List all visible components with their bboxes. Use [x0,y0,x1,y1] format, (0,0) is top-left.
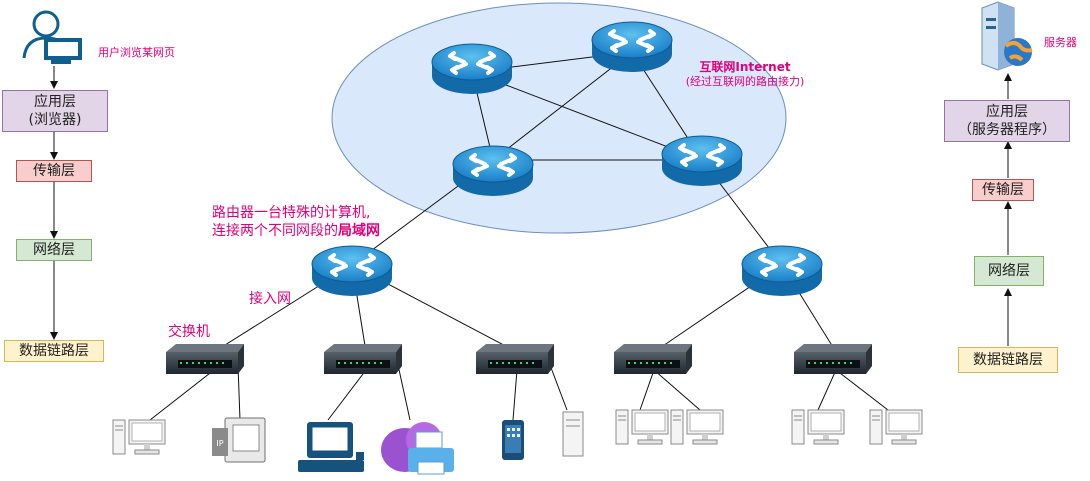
switch-icon [324,344,402,374]
internet-cloud [331,2,787,234]
router-note-line2: 连接两个不同网段的局域网 [212,220,380,240]
switch-icon [476,344,554,374]
tower-pc-icon [562,411,584,457]
internet-title: 互联网Internet [699,60,791,74]
switch-icon [166,344,244,374]
router-note-bold: 局域网 [338,223,380,239]
router-icon [740,244,824,298]
desktop-pc-icon [615,409,669,445]
desktop-pc-icon [670,409,724,445]
client-datalink-layer: 数据链路层 [4,340,104,362]
switch-icon [614,344,692,374]
workstation-icon [298,422,364,472]
router-icon [310,244,394,298]
router-icon [590,20,674,74]
client-transport-layer: 传输层 [16,160,92,182]
router-note-prefix: 连接两个不同网段的 [212,223,338,239]
svg-text:IP: IP [216,439,223,448]
client-network-layer: 网络层 [16,239,92,261]
server-label: 服务器 [1044,36,1077,49]
switch-icon [794,344,872,374]
router-icon [451,144,535,198]
client-application-layer: 应用层 (浏览器) [2,90,108,132]
server-datalink-layer: 数据链路层 [958,347,1058,373]
router-icon [430,42,514,96]
access-network-label: 接入网 [249,291,291,307]
router-note-line1: 路由器一台特殊的计算机, [212,205,371,221]
ip-phone-icon: IP [212,417,266,463]
user-computer-icon [22,10,82,64]
printer-icon [381,422,454,475]
mobile-phone-icon [502,420,524,460]
desktop-pc-icon [112,419,166,455]
desktop-pc-icon [869,409,923,445]
desktop-pc-icon [791,409,845,445]
server-transport-layer: 传输层 [972,179,1034,201]
user-label: 用户浏览某网页 [98,46,175,59]
server-icon [981,1,1033,71]
router-icon [660,134,744,188]
server-network-layer: 网络层 [974,256,1044,286]
internet-subtitle: (经过互联网的路由接力) [685,75,805,88]
server-application-layer: 应用层 （服务器程序） [944,100,1070,142]
switch-label: 交换机 [168,324,210,340]
